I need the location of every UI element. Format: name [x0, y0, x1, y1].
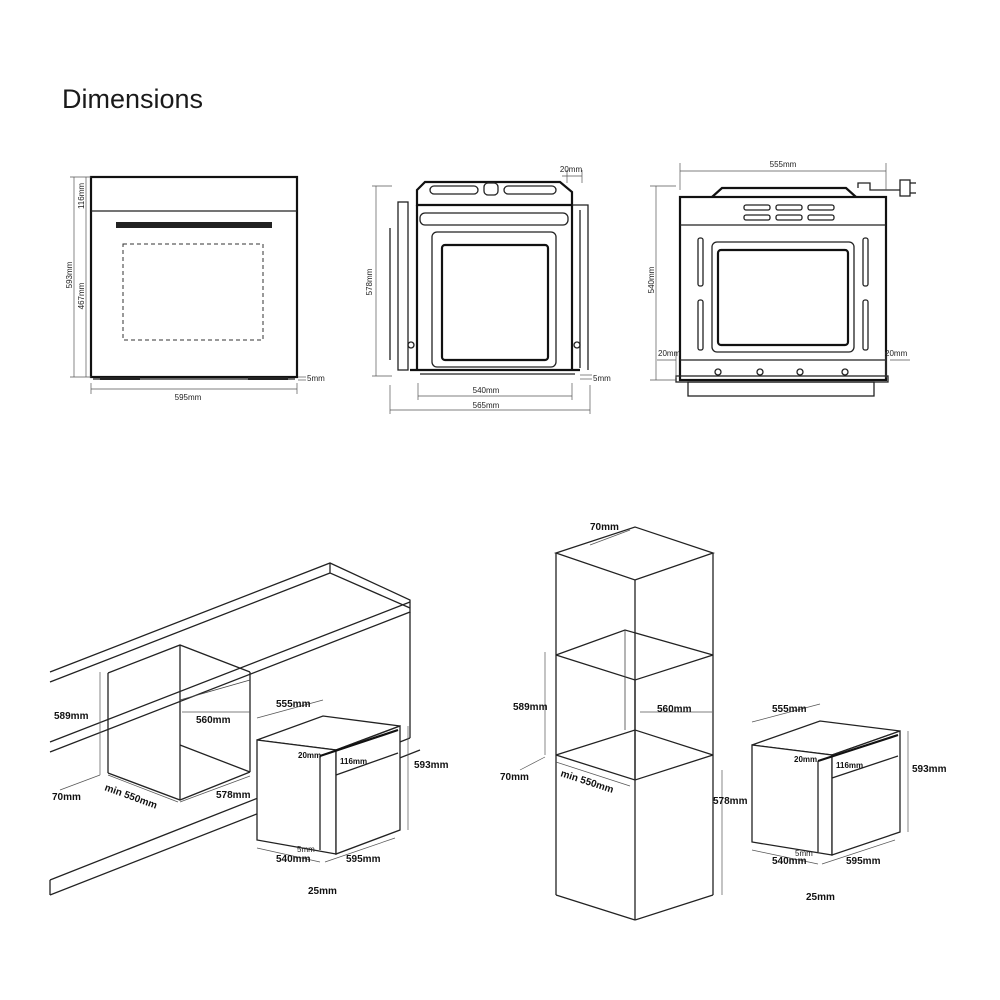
rear-height-label: 540mm	[647, 266, 656, 293]
side-inner-depth-label: 540mm	[473, 386, 500, 395]
uc-oven-gap-label: 5mm	[297, 845, 315, 854]
oven-handle	[116, 222, 272, 228]
tu-oven-top-offset-label: 20mm	[794, 755, 817, 764]
tu-oven-front-label: 25mm	[806, 892, 835, 903]
front-total-height-label: 593mm	[65, 261, 74, 288]
uc-cabinet-height-label: 578mm	[216, 790, 251, 801]
tu-min-depth-label: min 550mm	[559, 768, 615, 795]
uc-oven-panel-label: 116mm	[340, 757, 367, 766]
page-title: Dimensions	[62, 84, 204, 114]
uc-oven-width-label: 595mm	[346, 854, 381, 865]
front-panel-height-label: 116mm	[77, 183, 86, 209]
tu-oven-depth-label: 540mm	[772, 856, 807, 867]
uc-min-depth-label: min 550mm	[103, 782, 159, 811]
tu-cabinet-height-label: 578mm	[713, 796, 748, 807]
under-counter-installation: 589mm 70mm min 550mm 560mm 578mm 555mm 2…	[49, 562, 449, 897]
side-total-depth-label: 565mm	[473, 401, 500, 410]
tu-oven-gap-label: 5mm	[795, 849, 813, 858]
uc-oven-depth-label: 540mm	[276, 854, 311, 865]
tall-unit-installation: 70mm 589mm 560mm 70mm min 550mm 578mm 55…	[500, 522, 947, 921]
front-gap-label: 5mm	[307, 374, 325, 383]
side-view: 20mm 578mm 5mm 540mm 565mm	[365, 165, 611, 414]
uc-niche-width-label: 560mm	[196, 715, 231, 726]
rear-view: 555mm 540mm 20mm 20mm	[647, 160, 916, 397]
rear-left-offset-label: 20mm	[658, 349, 681, 358]
tu-top-gap-label: 70mm	[590, 522, 619, 533]
side-height-label: 578mm	[365, 268, 374, 295]
uc-niche-height-label: 589mm	[54, 711, 89, 722]
tu-oven-height-label: 593mm	[912, 764, 947, 775]
tu-base-gap-label: 70mm	[500, 772, 529, 783]
side-top-offset-label: 20mm	[560, 165, 583, 174]
rear-width-label: 555mm	[770, 160, 797, 169]
front-width-label: 595mm	[175, 393, 202, 402]
uc-base-gap-label: 70mm	[52, 792, 81, 803]
oven-front-outline	[89, 175, 299, 379]
tu-oven-panel-label: 116mm	[836, 761, 863, 770]
oven-window	[122, 243, 264, 341]
tu-oven-body-width-label: 555mm	[772, 704, 807, 715]
uc-oven-height-label: 593mm	[414, 760, 449, 771]
uc-oven-front-label: 25mm	[308, 886, 337, 897]
tu-oven-width-label: 595mm	[846, 856, 881, 867]
tu-niche-width-label: 560mm	[657, 704, 692, 715]
front-door-height-label: 467mm	[77, 282, 86, 309]
rear-right-offset-label: 20mm	[885, 349, 908, 358]
uc-oven-top-offset-label: 20mm	[298, 751, 321, 760]
uc-oven-body-width-label: 555mm	[276, 699, 311, 710]
side-gap-label: 5mm	[593, 374, 611, 383]
front-view: 116mm 593mm 467mm 595mm 5mm	[65, 175, 325, 402]
tu-niche-height-label: 589mm	[513, 702, 548, 713]
